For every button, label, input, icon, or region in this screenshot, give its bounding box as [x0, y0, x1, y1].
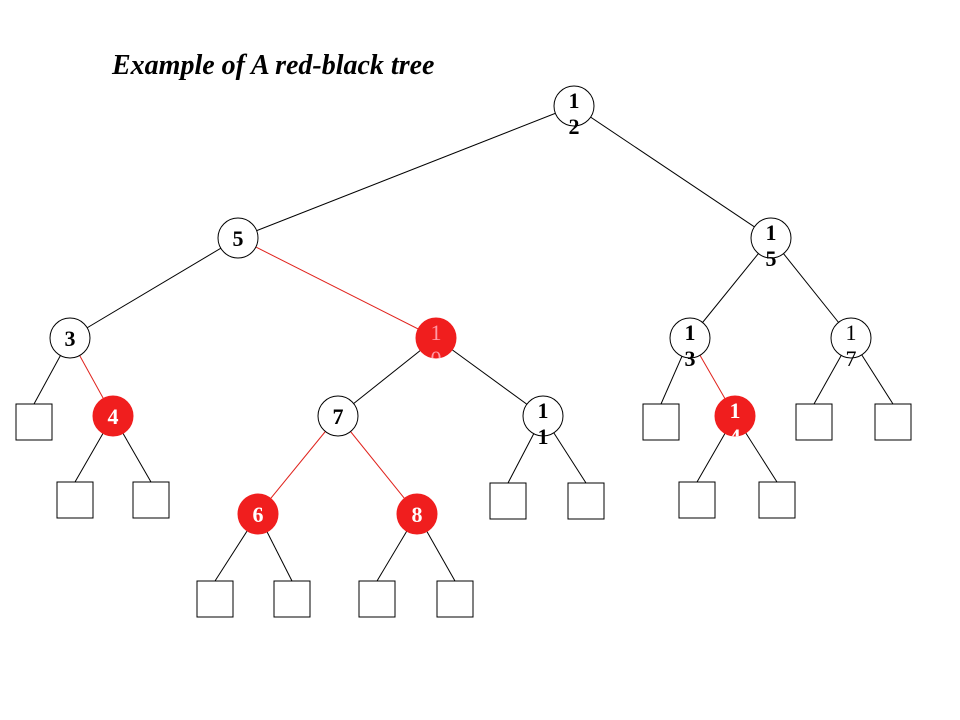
nil-leaf-box: [758, 481, 796, 519]
node-label: 1: [846, 320, 857, 345]
nil-leaf-box: [795, 403, 833, 441]
tree-node-5: 5: [217, 217, 259, 259]
node-label: 5: [766, 246, 777, 271]
tree-node-4: 4: [92, 395, 134, 437]
nil-leaf-box: [436, 580, 474, 618]
node-label: 2: [569, 114, 580, 139]
nil-leaf-box: [196, 580, 234, 618]
node-circle: [237, 493, 279, 535]
node-circle: [669, 317, 711, 359]
node-label: 1: [538, 424, 549, 449]
edge-n15-n17: [770, 237, 852, 339]
node-label: 0: [431, 346, 442, 371]
node-label: 4: [730, 424, 741, 449]
node-circle: [830, 317, 872, 359]
tree-node-14: 14: [714, 395, 756, 449]
edge-n15-n13: [689, 237, 772, 339]
node-label: 4: [108, 404, 119, 429]
node-circle: [522, 395, 564, 437]
node-label: 1: [685, 320, 696, 345]
tree-node-3: 3: [49, 317, 91, 359]
tree-node-13: 13: [669, 317, 711, 371]
edge-n5-n3: [69, 237, 239, 339]
node-label: 1: [730, 398, 741, 423]
nil-leaf-box: [15, 403, 53, 441]
edge-n12-n15: [573, 105, 772, 239]
node-label: 3: [65, 326, 76, 351]
node-circle: [714, 395, 756, 437]
node-circle: [415, 317, 457, 359]
node-circle: [750, 217, 792, 259]
node-circle: [396, 493, 438, 535]
nil-leaf-box: [678, 481, 716, 519]
tree-node-12: 12: [553, 85, 595, 139]
node-label: 3: [685, 346, 696, 371]
node-circle: [217, 217, 259, 259]
nil-leaf-box: [273, 580, 311, 618]
edge-n10-n7: [337, 337, 437, 417]
node-circle: [92, 395, 134, 437]
tree-node-10: 10: [415, 317, 457, 371]
tree-node-6: 6: [237, 493, 279, 535]
node-circle: [553, 85, 595, 127]
edge-n5-n10: [237, 237, 437, 339]
edge-n12-n5: [237, 105, 575, 239]
node-label: 6: [253, 502, 264, 527]
edge-n7-n6: [257, 415, 339, 515]
node-label: 5: [233, 226, 244, 251]
node-circle: [317, 395, 359, 437]
tree-node-11: 11: [522, 395, 564, 449]
edge-n10-n11: [435, 337, 544, 417]
nil-leaf-box: [56, 481, 94, 519]
tree-node-17: 17: [830, 317, 872, 371]
node-label: 1: [538, 398, 549, 423]
node-label: 1: [569, 88, 580, 113]
nil-leaves-layer: [15, 403, 912, 618]
node-label: 1: [431, 320, 442, 345]
edge-n7-n8: [337, 415, 418, 515]
diagram-title: Example of A red-black tree: [112, 50, 435, 81]
nil-leaf-box: [874, 403, 912, 441]
node-label: 7: [846, 346, 857, 371]
node-label: 7: [333, 404, 344, 429]
tree-node-8: 8: [396, 493, 438, 535]
nil-leaf-box: [642, 403, 680, 441]
node-circle: [49, 317, 91, 359]
nil-leaf-box: [358, 580, 396, 618]
tree-node-7: 7: [317, 395, 359, 437]
edges-layer: [33, 105, 894, 582]
node-label: 8: [412, 502, 423, 527]
tree-node-15: 15: [750, 217, 792, 271]
node-label: 1: [766, 220, 777, 245]
nil-leaf-box: [567, 482, 605, 520]
nil-leaf-box: [132, 481, 170, 519]
nil-leaf-box: [489, 482, 527, 520]
